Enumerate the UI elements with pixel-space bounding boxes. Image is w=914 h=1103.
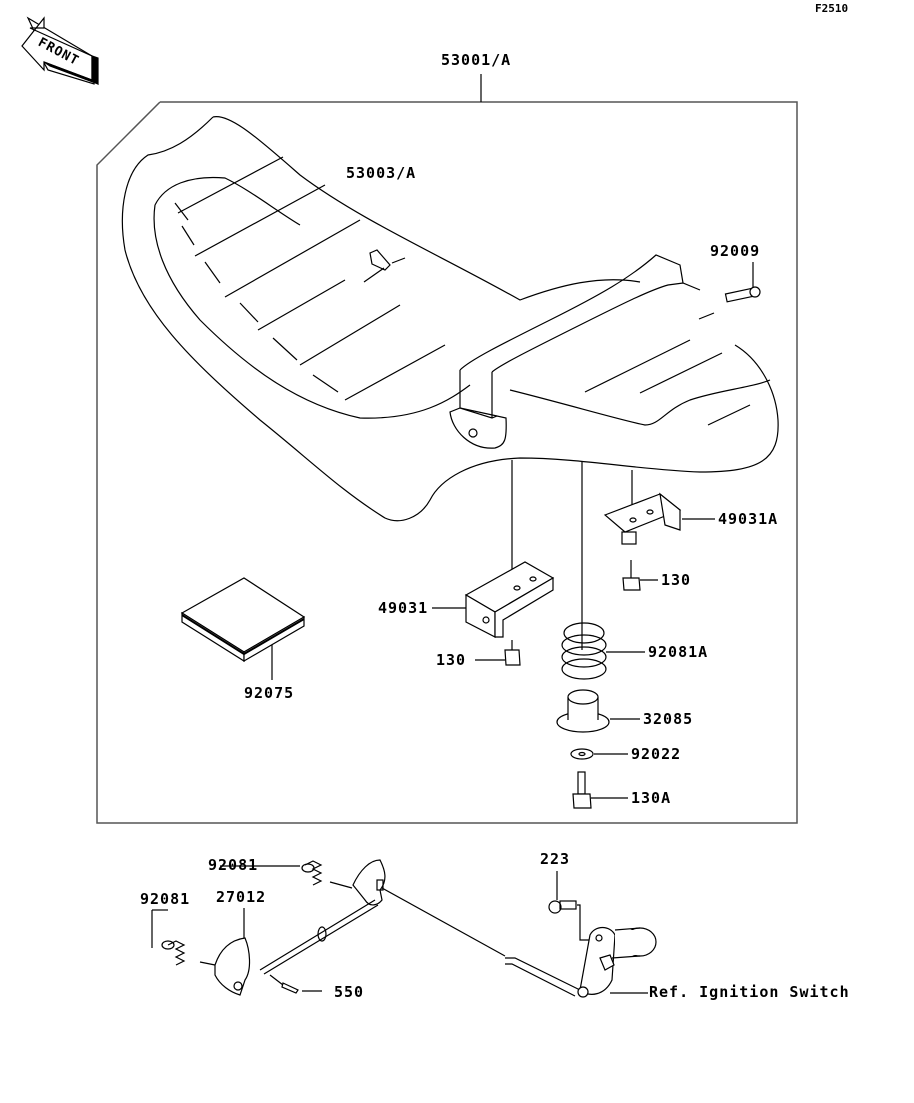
- label-49031[interactable]: 49031: [378, 599, 429, 617]
- label-130A[interactable]: 130A: [631, 789, 672, 807]
- label-49031A[interactable]: 49031A: [718, 510, 779, 528]
- spring-92081A-drawing: [561, 622, 645, 680]
- seat-drawing: [121, 116, 779, 650]
- label-550[interactable]: 550: [334, 983, 365, 1001]
- label-223[interactable]: 223: [540, 850, 571, 868]
- label-92081-lower[interactable]: 92081: [140, 890, 191, 908]
- bolt-130A-drawing: [572, 771, 628, 809]
- label-92081A[interactable]: 92081A: [648, 643, 709, 661]
- bracket-49031A-drawing: [603, 492, 715, 591]
- seat-lock-mechanism-drawing: [151, 859, 581, 997]
- label-92075[interactable]: 92075: [244, 684, 295, 702]
- label-32085[interactable]: 32085: [643, 710, 694, 728]
- label-27012[interactable]: 27012: [216, 888, 267, 906]
- ignition-switch-drawing: [548, 871, 657, 998]
- label-53003-A[interactable]: 53003/A: [346, 164, 417, 182]
- washer-92022-drawing: [570, 748, 628, 760]
- front-arrow-icon: [21, 16, 99, 86]
- label-ref-ignition-switch[interactable]: Ref. Ignition Switch: [649, 983, 850, 1001]
- bracket-49031-drawing: [432, 561, 555, 666]
- pad-92075-drawing: [180, 577, 306, 680]
- label-92022[interactable]: 92022: [631, 745, 682, 763]
- label-92081-upper[interactable]: 92081: [208, 856, 259, 874]
- label-53001-A[interactable]: 53001/A: [441, 51, 512, 69]
- figure-code: F2510: [815, 2, 849, 15]
- damper-32085-drawing: [556, 689, 640, 733]
- label-130-right[interactable]: 130: [661, 571, 692, 589]
- bolt-92009-drawing: [724, 262, 761, 303]
- label-130-left[interactable]: 130: [436, 651, 467, 669]
- seat-frame-border: [96, 101, 798, 824]
- label-92009[interactable]: 92009: [710, 242, 761, 260]
